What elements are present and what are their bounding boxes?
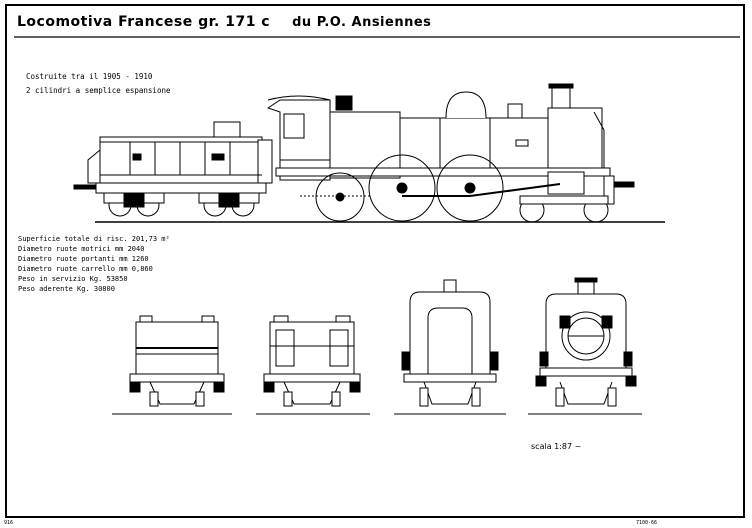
spec-line: Peso aderente Kg. 30800 (18, 285, 115, 293)
buffer-beam (603, 175, 615, 205)
tender-bogie-spring (123, 192, 145, 208)
driving-wheel (368, 154, 436, 222)
safety-valve (335, 95, 353, 111)
spec-line: Diametro ruote carrello mm 0,860 (18, 265, 153, 273)
tender-rear-view (129, 315, 225, 407)
front-buffer (611, 181, 635, 188)
bogie-frame (519, 195, 609, 205)
cylinder (547, 171, 585, 195)
driving-wheel (436, 154, 504, 222)
chimney (551, 85, 571, 109)
tender-frame (95, 182, 267, 194)
scale-label: scala 1:87 ~ (531, 442, 582, 451)
corner-right-number: 7100-66 (636, 520, 658, 526)
note-built: Costruite tra il 1905 - 1910 (26, 72, 153, 81)
firebox (329, 111, 401, 179)
title-sub: du P.O. Ansiennes (292, 15, 432, 30)
spec-line: Diametro ruote portanti mm 1260 (18, 255, 149, 263)
spec-line: Superficie totale di risc. 201,73 m² (18, 235, 170, 243)
tender-front-step (87, 148, 101, 184)
drawing-sheet (5, 4, 745, 518)
side-elevation (73, 83, 665, 223)
cab-roof (267, 95, 331, 101)
trailing-wheel (315, 172, 365, 222)
tender-tool-box (213, 121, 241, 138)
tender-plate (211, 153, 225, 161)
note-cylinders: 2 cilindri a semplice espansione (26, 86, 171, 95)
sand-dome (507, 103, 523, 119)
tender-plate (132, 153, 142, 161)
tender-rear-box (257, 139, 273, 184)
tender-body (99, 136, 263, 184)
tender (73, 121, 273, 217)
end-views (112, 277, 642, 415)
cab-window (283, 113, 305, 139)
tender-buffer (73, 184, 97, 190)
locomotive-front-view (535, 277, 637, 407)
tender-front-view (263, 315, 361, 407)
connecting-rod (469, 183, 561, 197)
smoke-deflector (593, 111, 605, 168)
spec-list: Superficie totale di risc. 201,73 m² Dia… (18, 234, 170, 294)
chimney-cap (548, 83, 574, 89)
drawing-title: Locomotiva Francese gr. 171 c du P.O. Ans… (17, 14, 431, 30)
locomotive (266, 83, 635, 223)
smokebox (547, 107, 603, 169)
spec-line: Diametro ruote motrici mm 2040 (18, 245, 145, 253)
running-board (275, 167, 611, 177)
locomotive-rear-view (401, 279, 499, 407)
number-plate (515, 139, 529, 147)
title-main: Locomotiva Francese gr. 171 c (17, 14, 271, 30)
tender-bogie-spring (218, 192, 240, 208)
corner-left-number: 916 (4, 520, 14, 526)
steam-dome (445, 91, 487, 119)
spec-line: Peso in servizio Kg. 53850 (18, 275, 128, 283)
